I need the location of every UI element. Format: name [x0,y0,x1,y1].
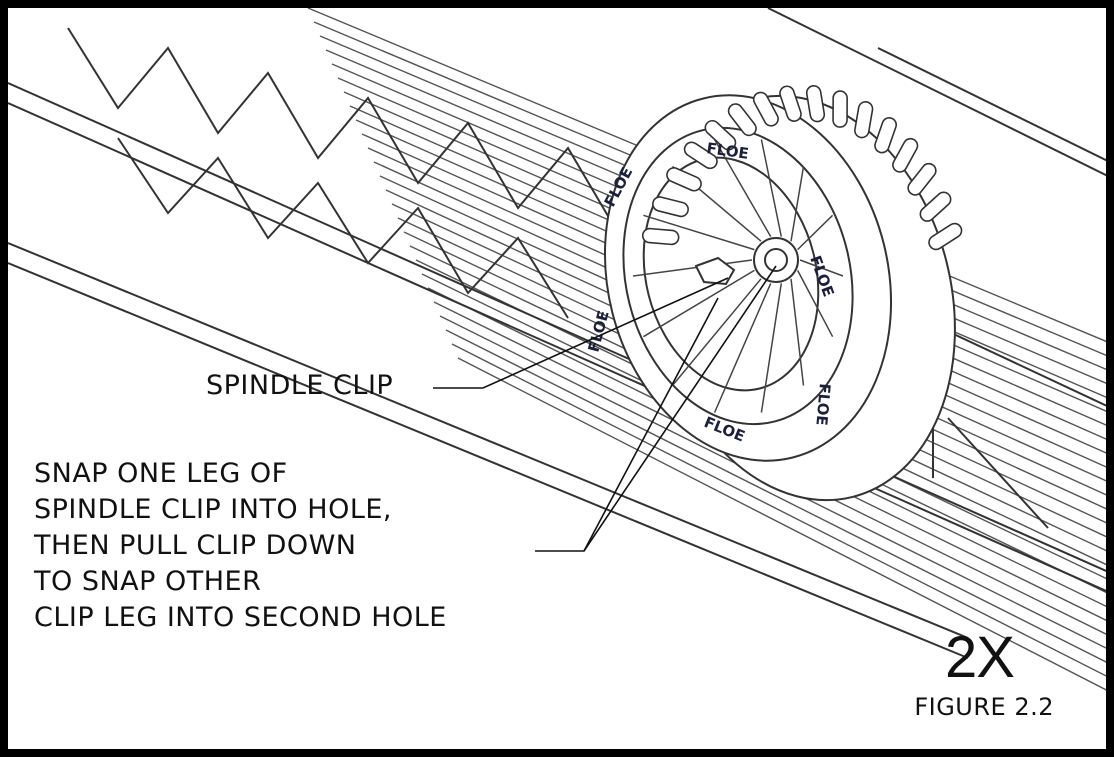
tread-rib [752,91,779,127]
wheel-spoke [790,166,805,242]
spindle-clip-label: SPINDLE CLIP [206,370,394,401]
wheel-spoke [632,259,753,277]
wheel [603,94,956,502]
instruction-line: TO SNAP OTHER [34,566,262,597]
wheel-spokes [632,139,844,413]
deck-plank-line [457,357,1106,691]
leader-lines [433,265,777,552]
instruction-line: SNAP ONE LEG OF [34,458,288,489]
instruction-leader-2 [583,265,777,552]
tread-rib [683,141,718,170]
deck-plank-line [445,329,1106,663]
floe-mark: FLOE [812,383,834,427]
deck-plank-line [451,343,1106,677]
wheel-tread-ribs [641,85,963,251]
wheel-spoke [760,283,783,413]
instruction-line: THEN PULL CLIP DOWN [34,530,357,561]
truss-frame [8,8,1106,659]
tread-rib [704,119,737,151]
wheel-spoke [760,139,783,237]
wheel-spoke [643,269,755,338]
tread-rib [832,90,848,128]
tread-rib [907,162,937,196]
wheel-spoke [796,270,834,338]
figure-label: FIGURE 2.2 [914,693,1054,721]
tread-rib [641,227,680,246]
spindle-clip-leader [433,277,729,389]
wheel-spoke [799,259,844,277]
tread-rib [854,101,874,139]
tread-rib [874,117,898,154]
wheel-spoke [790,278,805,386]
floe-mark: FLOE [705,139,749,163]
wheel-spoke [713,283,772,413]
instruction-line: SPINDLE CLIP INTO HOLE, [34,494,393,525]
wheel-hub [753,237,799,283]
tread-rib [805,85,826,123]
instruction-line: CLIP LEG INTO SECOND HOLE [34,602,447,633]
tread-rib [779,85,802,122]
tread-rib [652,196,689,218]
spindle-clip [694,256,736,286]
assembly-drawing: FLOE FLOE FLOE FLOE FLOE FLOE [8,8,1106,691]
wheel-spoke [713,139,772,237]
quantity-label: 2X [945,625,1015,690]
wheel-spoke [671,278,762,386]
tread-rib [666,167,702,192]
wheel-spoke [797,214,834,251]
tread-rib [928,222,963,251]
tread-rib [919,191,952,222]
tread-rib [892,137,919,173]
wheel-spoke [643,214,755,251]
tread-rib [727,103,757,137]
instruction-text: SNAP ONE LEG OF SPINDLE CLIP INTO HOLE, … [34,456,447,636]
